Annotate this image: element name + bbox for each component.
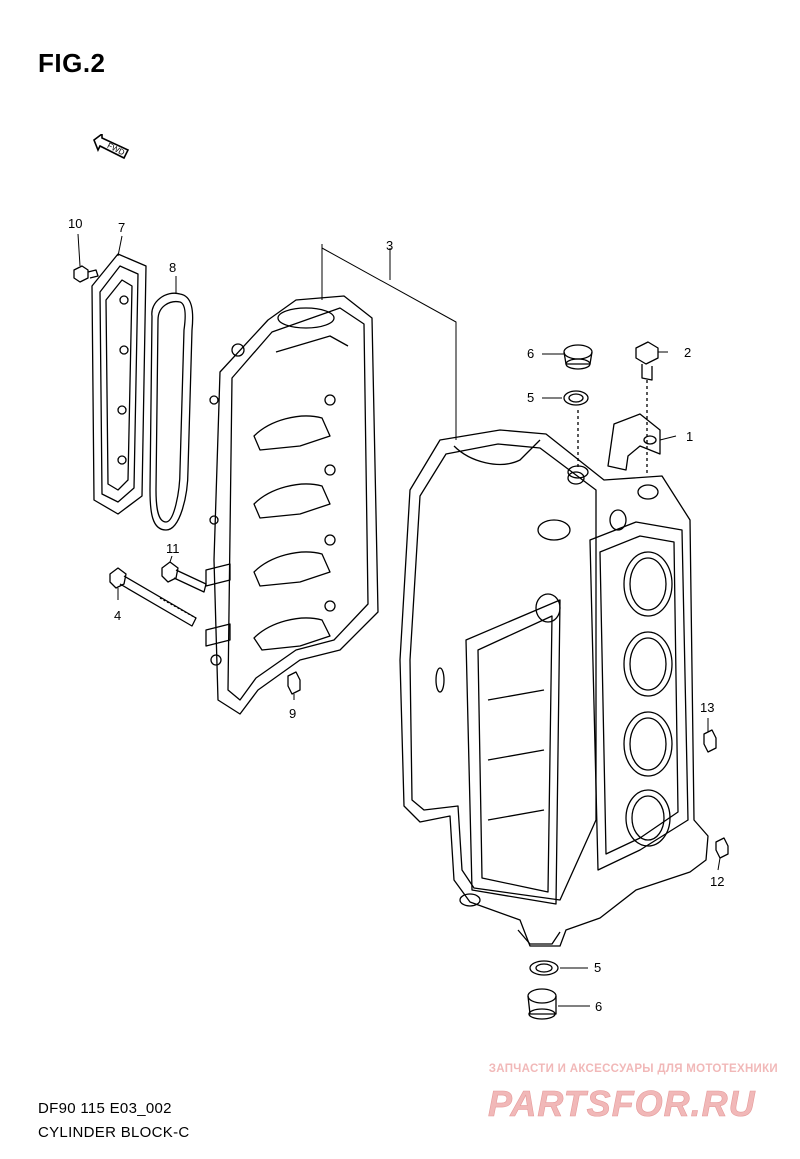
watermark-logo-text: PARTSFOR.RU <box>488 1083 756 1124</box>
callout-4: 4 <box>114 608 121 623</box>
part-6-plug-top <box>563 344 593 370</box>
part-2-bolt <box>635 341 659 474</box>
part-3-crankcase <box>205 295 379 715</box>
part-11-bolt <box>161 561 207 593</box>
part-7-cover <box>91 253 147 515</box>
callout-12: 12 <box>710 874 724 889</box>
watermark-logo: PARTSFOR.RU <box>488 1083 756 1124</box>
callout-1: 1 <box>686 429 693 444</box>
part-12-pin <box>715 837 729 859</box>
part-9-dowel-pin <box>287 671 301 695</box>
callout-labels: 10 7 8 3 6 5 2 1 11 4 9 13 12 5 6 <box>68 216 724 1014</box>
part-5-washer-top <box>563 390 589 406</box>
watermark-tagline: ЗАПЧАСТИ И АКСЕССУАРЫ ДЛЯ МОТОТЕХНИКИ <box>488 1063 778 1075</box>
callout-5-bottom: 5 <box>594 960 601 975</box>
figure-name: CYLINDER BLOCK-C <box>38 1124 190 1141</box>
leader-lines <box>77 233 721 1007</box>
callout-11: 11 <box>166 541 180 556</box>
part-10-bolt <box>73 265 99 283</box>
callout-9: 9 <box>289 706 296 721</box>
cylinder-block <box>399 429 709 947</box>
callout-6-top: 6 <box>527 346 534 361</box>
callout-6-bottom: 6 <box>595 999 602 1014</box>
callout-5-top: 5 <box>527 390 534 405</box>
part-13-stud <box>703 729 717 753</box>
callout-10: 10 <box>68 216 82 231</box>
figure-code: DF90 115 E03_002 <box>38 1100 172 1117</box>
part-5-washer-bottom <box>529 960 559 976</box>
callout-8: 8 <box>169 260 176 275</box>
part-1-bracket <box>607 413 661 471</box>
callout-3: 3 <box>386 238 393 253</box>
callout-13: 13 <box>700 700 714 715</box>
part-6-plug-bottom <box>527 988 557 1020</box>
part-8-gasket <box>149 292 194 531</box>
callout-2: 2 <box>684 345 691 360</box>
callout-7: 7 <box>118 220 125 235</box>
forward-arrow-icon: FWD <box>93 134 130 160</box>
figure-title: FIG.2 <box>38 48 106 78</box>
part-4-bolt <box>109 567 197 627</box>
